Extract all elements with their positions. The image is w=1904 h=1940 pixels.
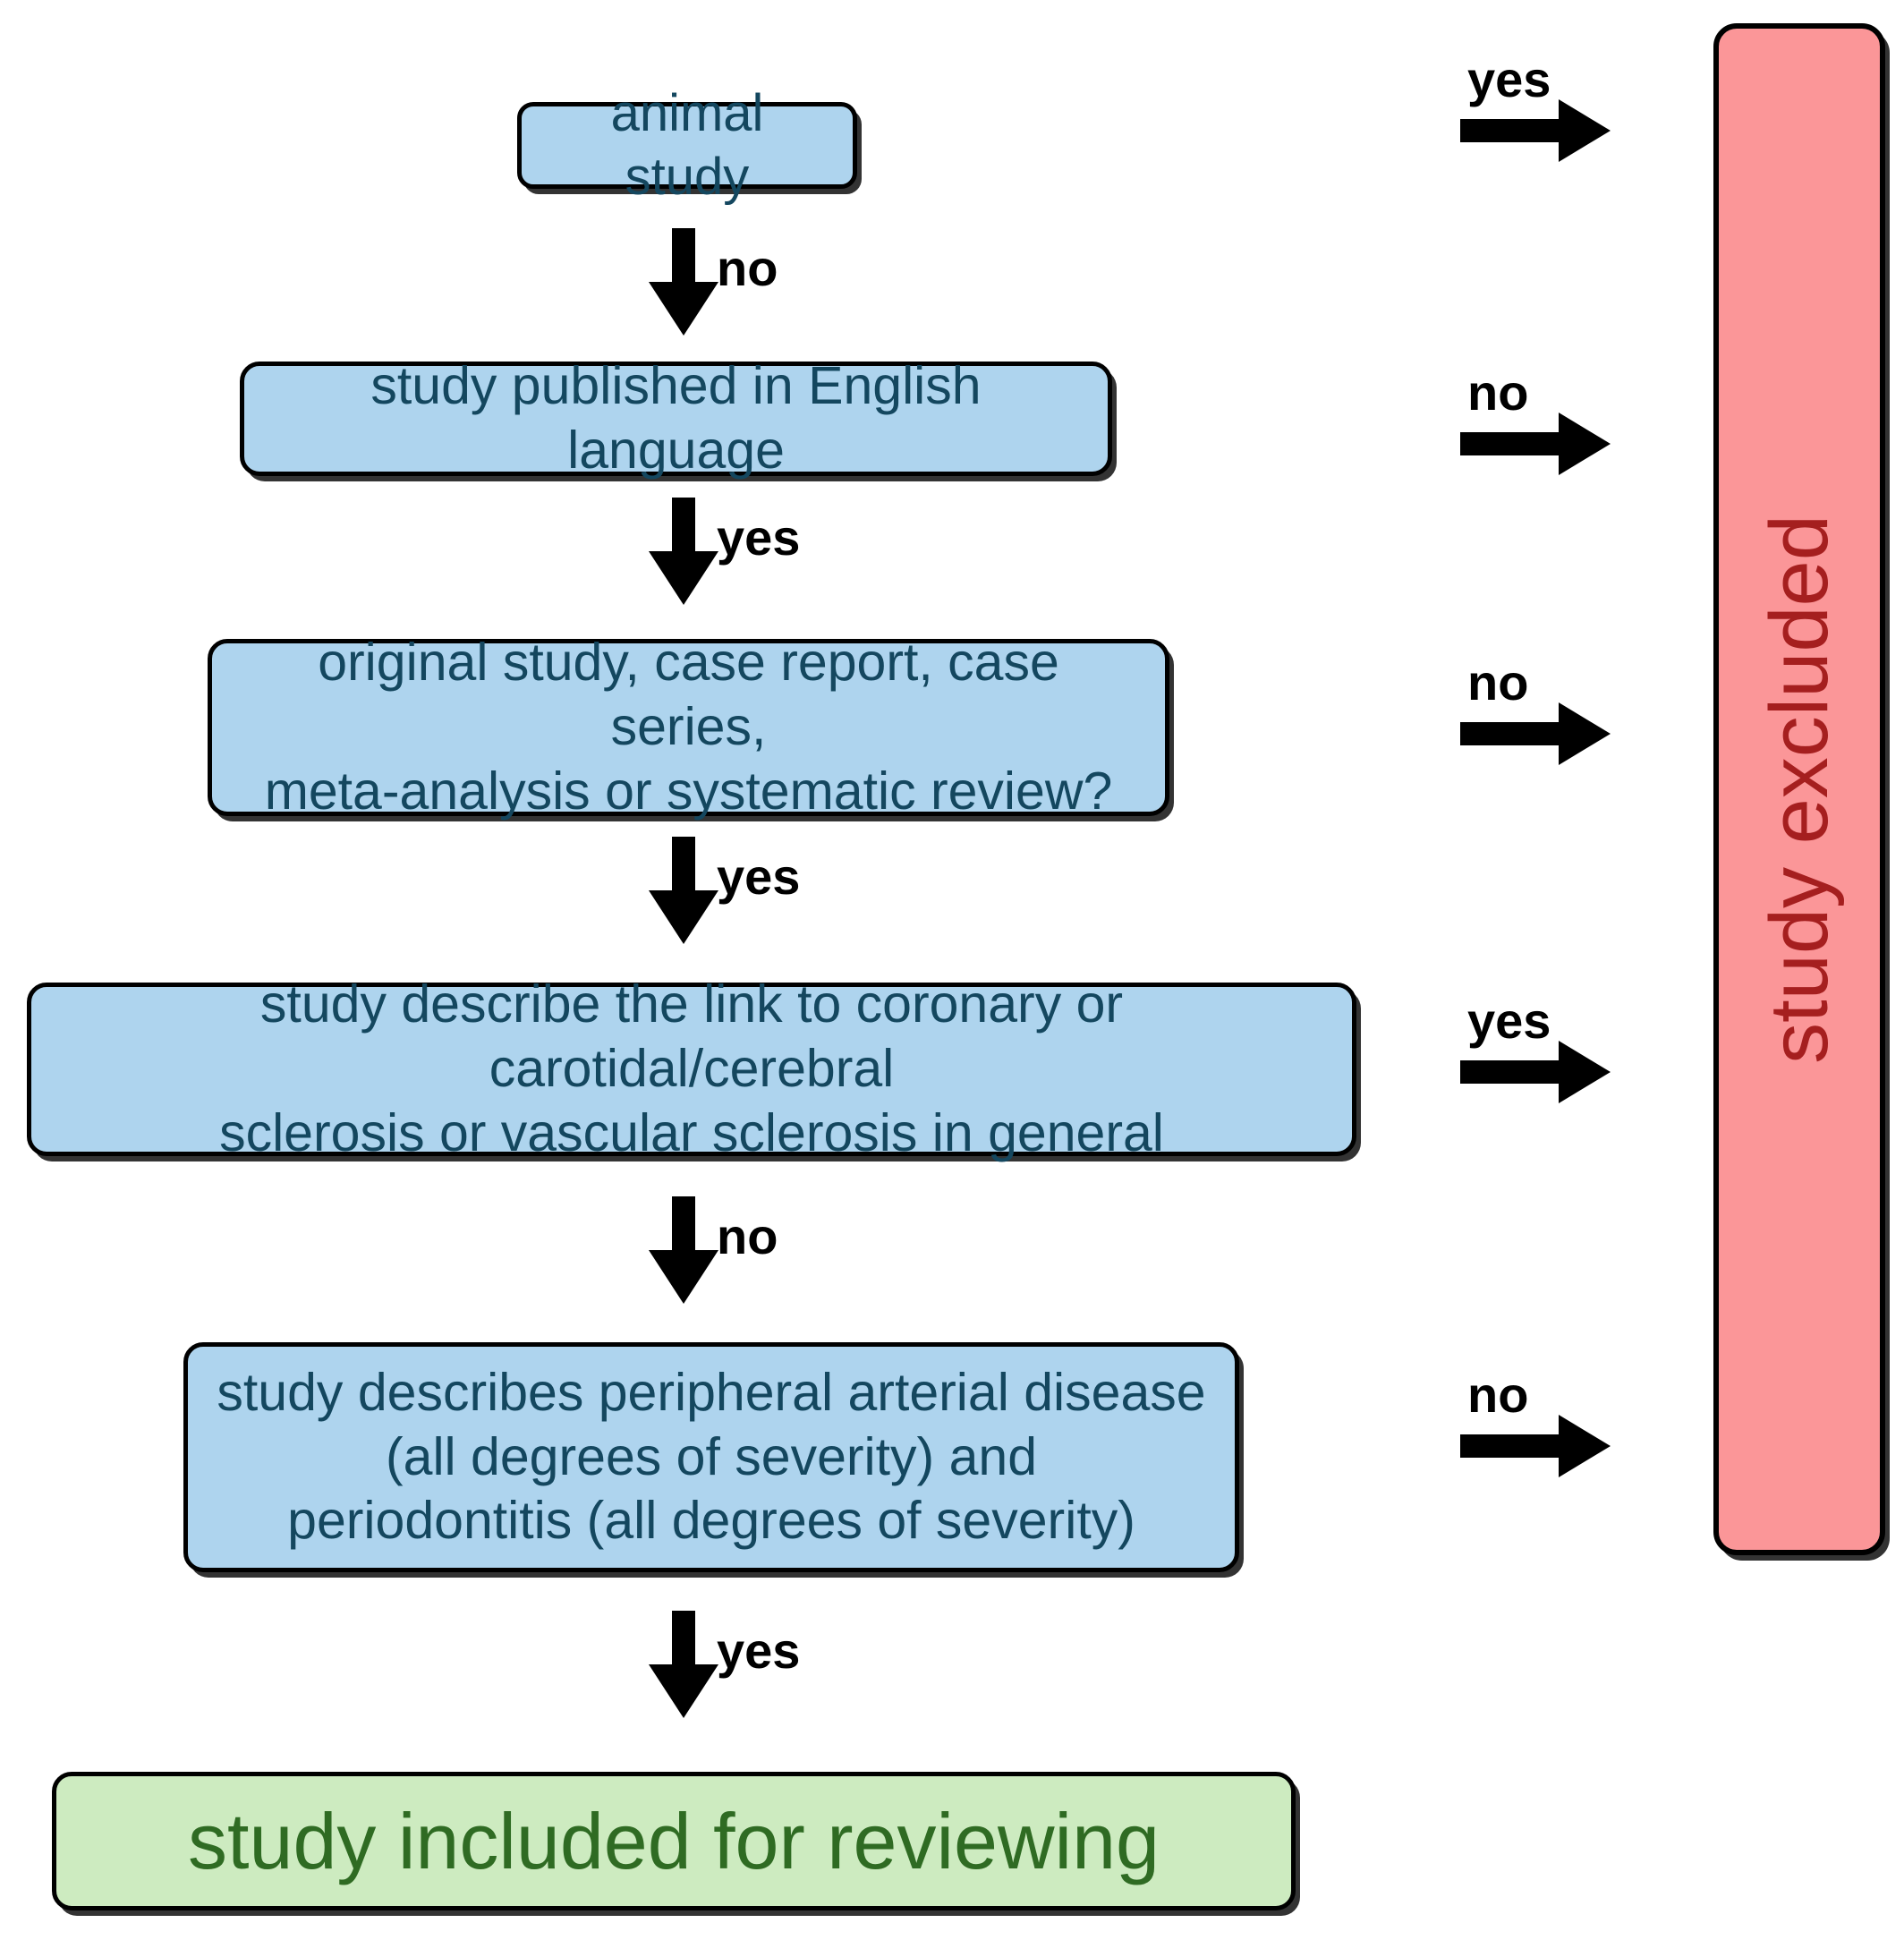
arrow-down-icon-sclerosis-to-pad: no xyxy=(638,1196,778,1304)
arrow-shaft xyxy=(672,498,695,558)
arrow-head xyxy=(1559,99,1611,162)
decision-node-english-language-label: study published in English language xyxy=(370,356,982,480)
decision-node-sclerosis-link: study describe the link to coronary or c… xyxy=(27,974,1356,1162)
decision-node-study-type-label: original study, case report, case series… xyxy=(264,633,1113,821)
decision-node-animal-study: animal study xyxy=(517,84,857,206)
study-excluded-label: study excluded xyxy=(1754,515,1846,1064)
decision-node-sclerosis-link-label: study describe the link to coronary or c… xyxy=(219,974,1164,1162)
arrow-shaft xyxy=(1460,1434,1568,1458)
edge-label-english-to-excluded: no xyxy=(1467,364,1529,421)
arrow-shaft xyxy=(1460,722,1568,745)
arrow-right-icon-pad-to-excluded: no xyxy=(1460,1358,1639,1484)
study-included-label: study included for reviewing xyxy=(188,1796,1160,1885)
edge-label-english-to-studytype: yes xyxy=(717,509,801,566)
decision-node-animal-study-label: animal study xyxy=(610,83,764,206)
arrow-head xyxy=(1559,413,1611,475)
arrow-down-icon-pad-to-included: yes xyxy=(638,1611,800,1718)
edge-label-animal-to-english: no xyxy=(717,240,778,296)
decision-node-pad-periodontitis: study describes peripheral arterial dise… xyxy=(183,1342,1239,1572)
arrow-right-icon-animal-to-excluded: yes xyxy=(1460,43,1639,168)
edge-label-animal-to-excluded: yes xyxy=(1467,51,1551,107)
edge-label-pad-to-excluded: no xyxy=(1467,1366,1529,1423)
edge-label-sclerosis-to-excluded: yes xyxy=(1467,992,1551,1049)
arrow-shaft xyxy=(672,1611,695,1672)
arrow-head xyxy=(649,282,718,336)
arrow-down-icon-animal-to-english: no xyxy=(638,228,778,336)
arrow-head xyxy=(649,890,718,944)
terminal-node-study-excluded: study excluded xyxy=(1713,23,1885,1555)
arrow-shaft xyxy=(1460,119,1568,142)
arrow-shaft xyxy=(672,1196,695,1257)
terminal-node-study-included: study included for reviewing xyxy=(52,1772,1296,1910)
arrow-head xyxy=(1559,1415,1611,1477)
edge-label-sclerosis-to-pad: no xyxy=(717,1208,778,1264)
arrow-down-icon-studytype-to-sclerosis: yes xyxy=(638,837,800,944)
decision-node-study-type: original study, case report, case series… xyxy=(208,633,1169,821)
arrow-head xyxy=(649,1250,718,1304)
arrow-head xyxy=(1559,702,1611,765)
arrow-right-icon-studytype-to-excluded: no xyxy=(1460,646,1639,771)
decision-node-pad-periodontitis-label: study describes peripheral arterial dise… xyxy=(217,1362,1206,1551)
arrow-shaft xyxy=(1460,432,1568,455)
decision-node-english-language: study published in English language xyxy=(240,356,1112,480)
edge-label-studytype-to-excluded: no xyxy=(1467,654,1529,710)
arrow-head xyxy=(1559,1041,1611,1103)
arrow-shaft xyxy=(1460,1060,1568,1084)
arrow-shaft xyxy=(672,837,695,898)
arrow-right-icon-sclerosis-to-excluded: yes xyxy=(1460,984,1639,1110)
arrow-right-icon-english-to-excluded: no xyxy=(1460,356,1639,481)
arrow-shaft xyxy=(672,228,695,289)
arrow-head xyxy=(649,1664,718,1718)
arrow-down-icon-english-to-studytype: yes xyxy=(638,498,800,605)
edge-label-studytype-to-sclerosis: yes xyxy=(717,848,801,905)
arrow-head xyxy=(649,551,718,605)
edge-label-pad-to-included: yes xyxy=(717,1622,801,1679)
